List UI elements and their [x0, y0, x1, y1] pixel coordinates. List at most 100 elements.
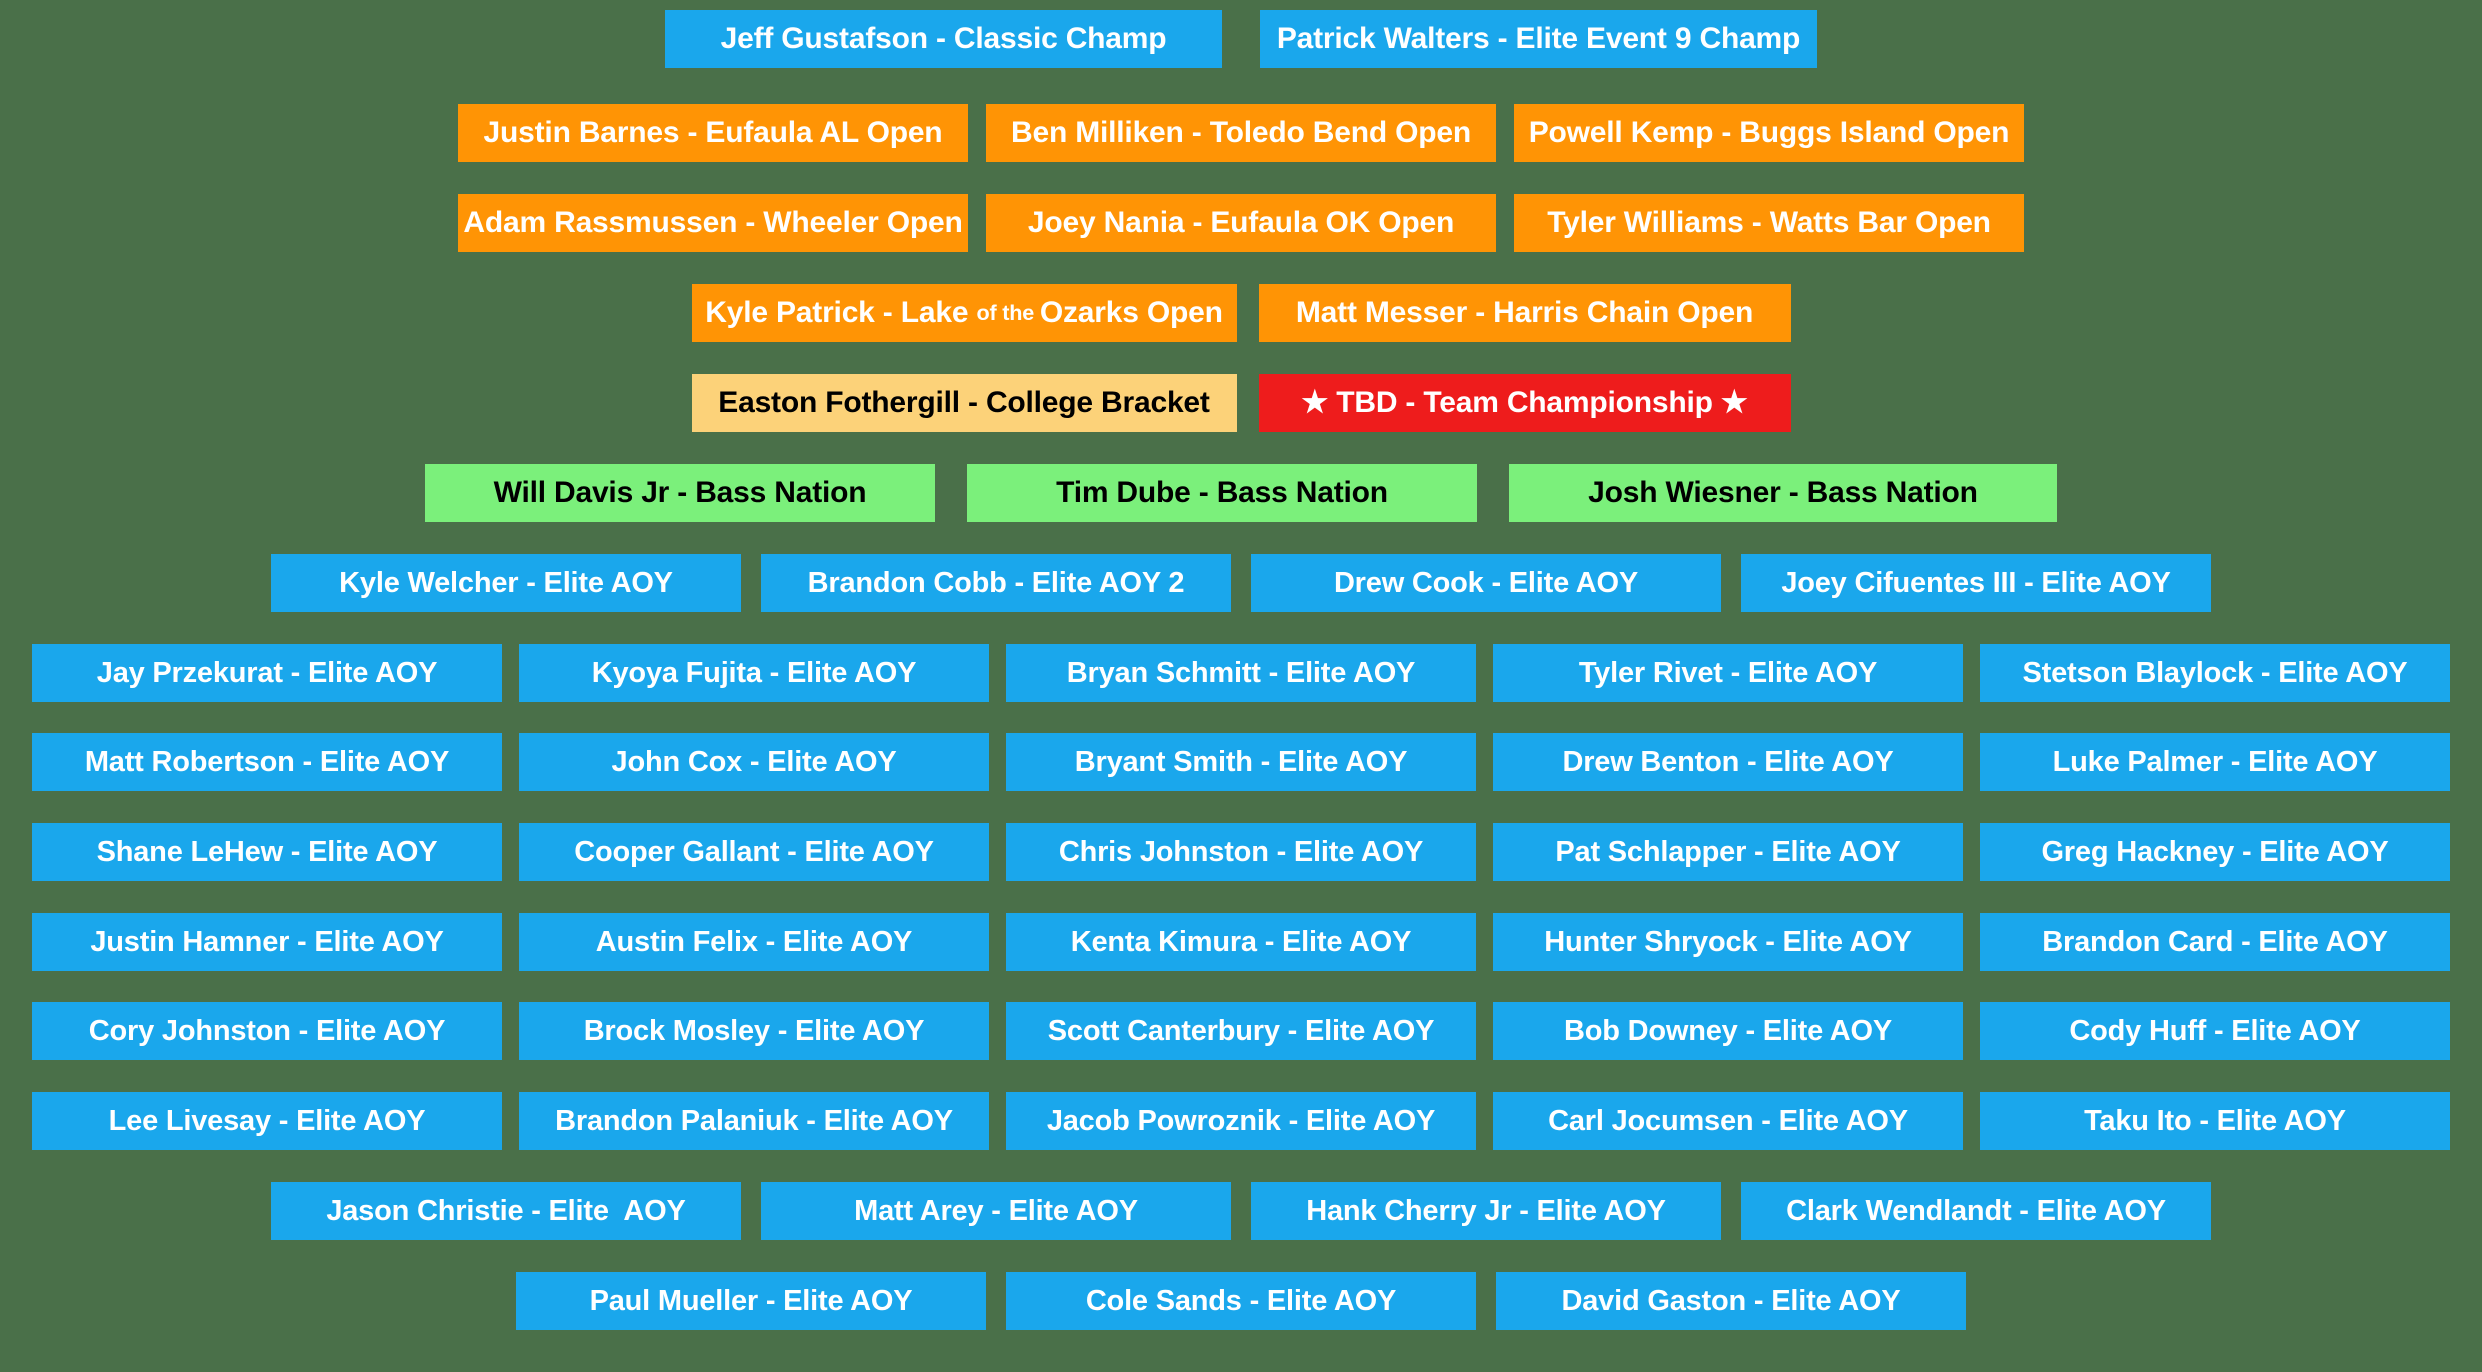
qualifier-card-label: Luke Palmer - Elite AOY [2052, 745, 2378, 778]
qualifier-card-label: Paul Mueller - Elite AOY [589, 1284, 913, 1317]
row-champions: Jeff Gustafson - Classic Champ Patrick Wa… [0, 10, 2482, 68]
qualifier-card-label: Patrick Walters - Elite Event 9 Champ [1276, 22, 1801, 56]
row-open-2: Adam Rassmussen - Wheeler Open Joey Nania… [0, 194, 2482, 252]
qualifier-card[interactable]: Greg Hackney - Elite AOY [1980, 823, 2450, 881]
qualifier-card[interactable]: John Cox - Elite AOY [519, 733, 989, 791]
qualifier-card-label: Chris Johnston - Elite AOY [1058, 835, 1424, 868]
qualifier-card[interactable]: Kyle Patrick - Lake of the Ozarks Open [691, 284, 1237, 342]
qualifier-card[interactable]: Cory Johnston - Elite AOY [32, 1002, 502, 1060]
qualifier-card[interactable]: Will Davis Jr - Bass Nation [425, 464, 935, 522]
qualifier-card-label: Easton Fothergill - College Bracket [718, 386, 1210, 420]
qualifier-card[interactable]: Chris Johnston - Elite AOY [1006, 823, 1476, 881]
qualifier-card[interactable]: Justin Barnes - Eufaula AL Open [458, 104, 968, 162]
qualifier-card[interactable]: Easton Fothergill - College Bracket [691, 374, 1237, 432]
qualifier-card[interactable]: Tim Dube - Bass Nation [967, 464, 1477, 522]
qualifier-card[interactable]: Brock Mosley - Elite AOY [519, 1002, 989, 1060]
qualifier-card[interactable]: Taku Ito - Elite AOY [1980, 1092, 2450, 1150]
qualifier-card[interactable]: Drew Benton - Elite AOY [1493, 733, 1963, 791]
qualifier-card[interactable]: Joey Nania - Eufaula OK Open [986, 194, 1496, 252]
qualifier-card-label: Kyle Welcher - Elite AOY [339, 566, 673, 599]
qualifier-card-label: Drew Cook - Elite AOY [1333, 566, 1639, 599]
qualifier-card-label: Tyler Williams - Watts Bar Open [1547, 206, 1991, 240]
qualifier-card[interactable]: Cole Sands - Elite AOY [1006, 1272, 1476, 1330]
qualifier-card[interactable]: Powell Kemp - Buggs Island Open [1514, 104, 2024, 162]
qualifier-card-label: David Gaston - Elite AOY [1561, 1284, 1901, 1317]
qualifier-card-label: Tim Dube - Bass Nation [1056, 476, 1388, 510]
qualifier-card-label: John Cox - Elite AOY [611, 745, 897, 778]
qualifier-card-label: Matt Messer - Harris Chain Open [1295, 296, 1754, 330]
qualifier-card-label-segment: Kyle Patrick - Lake [705, 296, 977, 330]
qualifier-card[interactable]: Bryant Smith - Elite AOY [1006, 733, 1476, 791]
qualifier-card[interactable]: Kenta Kimura - Elite AOY [1006, 913, 1476, 971]
qualifier-card-label: ★ TBD - Team Championship ★ [1301, 386, 1748, 420]
qualifier-card[interactable]: Pat Schlapper - Elite AOY [1493, 823, 1963, 881]
qualifier-card[interactable]: David Gaston - Elite AOY [1496, 1272, 1966, 1330]
qualifier-card[interactable]: Patrick Walters - Elite Event 9 Champ [1260, 10, 1817, 68]
qualifier-card[interactable]: Joey Cifuentes III - Elite AOY [1741, 554, 2211, 612]
qualifier-card[interactable]: Hunter Shryock - Elite AOY [1493, 913, 1963, 971]
qualifier-card-label: Will Davis Jr - Bass Nation [493, 476, 867, 510]
qualifier-card[interactable]: Cody Huff - Elite AOY [1980, 1002, 2450, 1060]
qualifier-card[interactable]: Brandon Cobb - Elite AOY 2 [761, 554, 1231, 612]
qualifier-card-label: Powell Kemp - Buggs Island Open [1528, 116, 2010, 150]
qualifier-card[interactable]: Cooper Gallant - Elite AOY [519, 823, 989, 881]
row-aoy-8: Paul Mueller - Elite AOY Cole Sands - Eli… [0, 1272, 2482, 1330]
qualifier-card-label: Brandon Cobb - Elite AOY 2 [807, 566, 1185, 599]
qualifier-card[interactable]: Jason Christie - Elite AOY [271, 1182, 741, 1240]
qualifier-card[interactable]: Stetson Blaylock - Elite AOY [1980, 644, 2450, 702]
qualifier-card[interactable]: Adam Rassmussen - Wheeler Open [458, 194, 968, 252]
row-aoy-7: Jason Christie - Elite AOY Matt Arey - El… [0, 1182, 2482, 1240]
qualifier-card[interactable]: Kyoya Fujita - Elite AOY [519, 644, 989, 702]
qualifier-card-label: Joey Cifuentes III - Elite AOY [1781, 566, 2171, 599]
row-open-1: Justin Barnes - Eufaula AL Open Ben Milli… [0, 104, 2482, 162]
qualifier-card[interactable]: Josh Wiesner - Bass Nation [1509, 464, 2057, 522]
qualifier-card[interactable]: ★ TBD - Team Championship ★ [1258, 374, 1791, 432]
qualifier-card-label: Cory Johnston - Elite AOY [88, 1014, 446, 1047]
qualifier-card[interactable]: Lee Livesay - Elite AOY [32, 1092, 502, 1150]
row-aoy-top: Kyle Welcher - Elite AOY Brandon Cobb - E… [0, 554, 2482, 612]
qualifier-card[interactable]: Carl Jocumsen - Elite AOY [1493, 1092, 1963, 1150]
qualifier-card[interactable]: Jacob Powroznik - Elite AOY [1006, 1092, 1476, 1150]
qualifier-card-label: Jacob Powroznik - Elite AOY [1046, 1104, 1436, 1137]
qualifier-card-label: Justin Hamner - Elite AOY [90, 925, 444, 958]
qualifier-card[interactable]: Ben Milliken - Toledo Bend Open [986, 104, 1496, 162]
row-aoy-6: Lee Livesay - Elite AOY Brandon Palaniuk … [0, 1092, 2482, 1150]
qualifier-card[interactable]: Matt Robertson - Elite AOY [32, 733, 502, 791]
qualifier-card[interactable]: Jeff Gustafson - Classic Champ [665, 10, 1222, 68]
qualifier-card[interactable]: Bryan Schmitt - Elite AOY [1006, 644, 1476, 702]
qualifier-card-label: Greg Hackney - Elite AOY [2041, 835, 2389, 868]
qualifier-card[interactable]: Jay Przekurat - Elite AOY [32, 644, 502, 702]
qualifier-card[interactable]: Drew Cook - Elite AOY [1251, 554, 1721, 612]
qualifier-card-label: Kyoya Fujita - Elite AOY [591, 656, 917, 689]
qualifier-card-label: Matt Arey - Elite AOY [854, 1194, 1138, 1227]
qualifier-card-label: Kenta Kimura - Elite AOY [1070, 925, 1412, 958]
qualifier-card[interactable]: Tyler Williams - Watts Bar Open [1514, 194, 2024, 252]
qualifier-card[interactable]: Brandon Card - Elite AOY [1980, 913, 2450, 971]
qualifier-card[interactable]: Justin Hamner - Elite AOY [32, 913, 502, 971]
qualifier-card-label: Ben Milliken - Toledo Bend Open [1011, 116, 1471, 150]
qualifier-card-label: Cooper Gallant - Elite AOY [574, 835, 934, 868]
qualifier-card-label: Austin Felix - Elite AOY [595, 925, 913, 958]
qualifier-card[interactable]: Austin Felix - Elite AOY [519, 913, 989, 971]
qualifier-card[interactable]: Shane LeHew - Elite AOY [32, 823, 502, 881]
qualifier-card[interactable]: Tyler Rivet - Elite AOY [1493, 644, 1963, 702]
row-open-3: Kyle Patrick - Lake of the Ozarks Open Ma… [0, 284, 2482, 342]
row-bracket-team: Easton Fothergill - College Bracket ★ TBD… [0, 374, 2482, 432]
qualifier-card-label-segment: Ozarks Open [1039, 296, 1223, 330]
qualifier-card[interactable]: Kyle Welcher - Elite AOY [271, 554, 741, 612]
qualifier-card-label: Cody Huff - Elite AOY [2069, 1014, 2361, 1047]
qualifier-card-label: Jeff Gustafson - Classic Champ [720, 22, 1167, 56]
qualifier-card[interactable]: Hank Cherry Jr - Elite AOY [1251, 1182, 1721, 1240]
qualifier-card[interactable]: Bob Downey - Elite AOY [1493, 1002, 1963, 1060]
qualifier-card-label: Jason Christie - Elite AOY [326, 1194, 686, 1227]
qualifier-card-label: Adam Rassmussen - Wheeler Open [463, 206, 963, 240]
qualifier-card[interactable]: Brandon Palaniuk - Elite AOY [519, 1092, 989, 1150]
qualifier-card[interactable]: Matt Messer - Harris Chain Open [1258, 284, 1791, 342]
row-aoy-4: Justin Hamner - Elite AOY Austin Felix - … [0, 913, 2482, 971]
qualifier-card[interactable]: Clark Wendlandt - Elite AOY [1741, 1182, 2211, 1240]
qualifier-card[interactable]: Luke Palmer - Elite AOY [1980, 733, 2450, 791]
qualifier-card-label: Justin Barnes - Eufaula AL Open [483, 116, 943, 150]
qualifier-card[interactable]: Matt Arey - Elite AOY [761, 1182, 1231, 1240]
qualifier-card[interactable]: Paul Mueller - Elite AOY [516, 1272, 986, 1330]
qualifier-card[interactable]: Scott Canterbury - Elite AOY [1006, 1002, 1476, 1060]
